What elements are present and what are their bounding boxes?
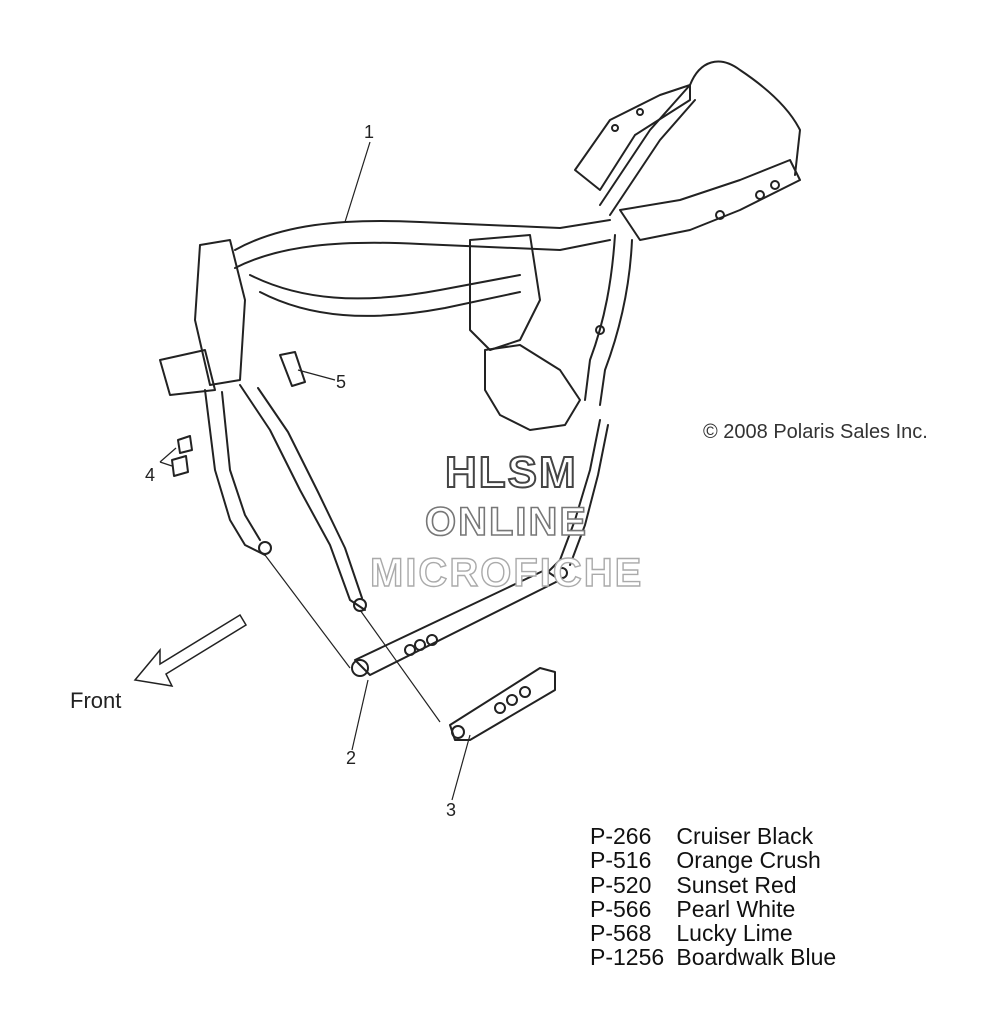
callout-1: 1 xyxy=(364,122,375,142)
paint-code-list: P-266 Cruiser Black P-516 Orange Crush P… xyxy=(590,824,836,970)
watermark-line-2: ONLINE xyxy=(424,499,589,545)
paint-name: Boardwalk Blue xyxy=(676,944,837,971)
steering-head xyxy=(194,239,246,386)
rear-loop-inner xyxy=(609,99,696,216)
paint-code: P-566 xyxy=(590,895,652,922)
paint-code-row: P-566 Pearl White xyxy=(590,895,836,922)
bolt-lower xyxy=(171,455,189,477)
paint-code: P-520 xyxy=(590,871,652,898)
rear-strut-lower xyxy=(619,159,801,241)
steering-gusset xyxy=(159,349,216,396)
paint-code-row: P-568 Lucky Lime xyxy=(590,920,836,947)
callout-4: 4 xyxy=(145,465,156,485)
paint-code-row: P-266 Cruiser Black xyxy=(590,823,836,849)
bracket-part3 xyxy=(449,667,556,741)
front-downtube-left-inner xyxy=(221,391,261,541)
paint-code-row: P-516 Orange Crush xyxy=(590,847,836,874)
rear-strut-upper xyxy=(574,84,691,191)
watermark-line-3: MICROFICHE xyxy=(369,550,644,595)
watermark-line-1: HLSM xyxy=(444,447,578,498)
copyright-notice: © 2008 Polaris Sales Inc. xyxy=(703,421,928,443)
frame-backbone-tube xyxy=(234,219,611,251)
callout-2: 2 xyxy=(346,748,357,768)
rear-loop xyxy=(599,60,801,206)
paint-name: Orange Crush xyxy=(676,847,821,874)
lower-rail-right xyxy=(544,419,601,576)
frame-backbone-tube-lower xyxy=(234,239,611,269)
front-arrow-icon xyxy=(133,613,248,687)
paint-code-row: P-520 Sunset Red xyxy=(590,871,836,898)
paint-code: P-266 xyxy=(590,823,652,849)
plate-part5 xyxy=(279,351,306,387)
lower-rail-right-inner xyxy=(569,424,609,566)
swingarm-bracket xyxy=(469,234,541,351)
callout-5: 5 xyxy=(336,372,347,392)
front-label: Front xyxy=(70,688,122,713)
paint-name: Pearl White xyxy=(676,895,796,922)
paint-code: P-516 xyxy=(590,847,652,874)
paint-code-row: P-1256 Boardwalk Blue xyxy=(590,944,837,971)
rear-downtube xyxy=(584,234,616,401)
bracket-eye xyxy=(451,725,465,739)
frame-top-rail-left-inner xyxy=(259,291,521,317)
bolt-upper xyxy=(177,435,193,454)
front-downtube-left xyxy=(204,389,266,556)
paint-code: P-568 xyxy=(590,920,652,947)
rear-downtube-inner xyxy=(599,239,633,406)
lower-mount xyxy=(484,344,581,431)
front-downtube-right xyxy=(239,384,366,611)
callout-3: 3 xyxy=(446,800,457,820)
paint-code: P-1256 xyxy=(590,944,665,971)
paint-name: Lucky Lime xyxy=(676,920,793,947)
cross-tube-part2 xyxy=(354,569,561,676)
paint-name: Sunset Red xyxy=(676,871,797,898)
paint-name: Cruiser Black xyxy=(676,823,814,849)
frame-top-rail-left xyxy=(249,274,521,300)
cross-tube-eye xyxy=(351,659,369,677)
front-downtube-right-inner xyxy=(257,387,363,599)
